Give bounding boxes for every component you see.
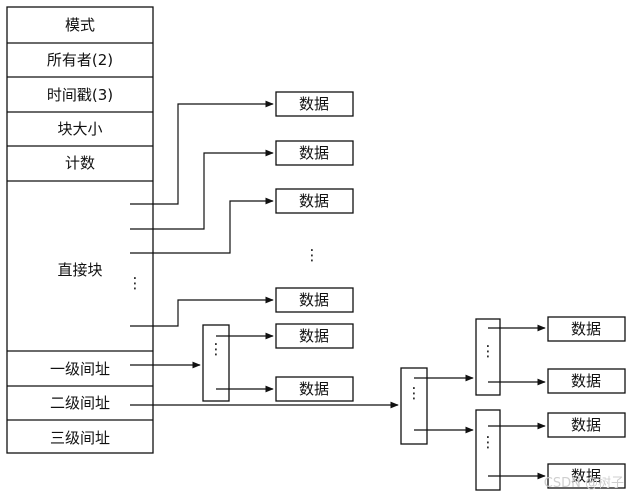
data-block-u1 <box>547 316 626 342</box>
data-label-d1: 数据 <box>299 95 329 113</box>
block-size-field: 块大小 <box>57 120 102 138</box>
direct-pointer-1 <box>130 100 274 205</box>
data-block-d2 <box>275 140 354 166</box>
data-block-l2 <box>547 463 626 489</box>
triple-indirect-field: 三级间址 <box>50 429 110 447</box>
data-block-s2 <box>275 376 354 402</box>
data-label-s2: 数据 <box>299 380 329 398</box>
direct-data-blocks: 数据 数据 数据 ⋮ 数据 <box>275 91 354 313</box>
single-index-ellipsis: ⋮ <box>209 340 224 358</box>
data-label-l2: 数据 <box>571 467 601 485</box>
double-indirect-field: 二级间址 <box>50 394 110 412</box>
data-label-s1: 数据 <box>299 327 329 345</box>
direct-pointer-4 <box>130 296 274 327</box>
data-block-s1 <box>275 323 354 349</box>
data-block-d4 <box>275 287 354 313</box>
double-indirect-first-index-block <box>400 367 428 445</box>
data-label-d3: 数据 <box>299 192 329 210</box>
data-block-d3 <box>275 188 354 214</box>
data-label-d4: 数据 <box>299 291 329 309</box>
mode-field: 模式 <box>65 16 95 34</box>
data-label-u1: 数据 <box>571 320 601 338</box>
direct-blocks-ellipsis: ⋮ <box>128 274 143 292</box>
double-indirect-block: ⋮ ⋮ 数据 数据 ⋮ 数据 数据 <box>130 316 626 491</box>
double-lower-index-ellipsis: ⋮ <box>481 433 496 451</box>
double-upper-index-ellipsis: ⋮ <box>481 342 496 360</box>
single-indirect-index-block <box>202 324 230 402</box>
data-block-d1 <box>275 91 354 117</box>
data-label-d2: 数据 <box>299 144 329 162</box>
double-second-index-block-lower <box>475 409 501 491</box>
data-block-u2 <box>547 368 626 394</box>
double-first-index-ellipsis: ⋮ <box>407 384 422 402</box>
count-field: 计数 <box>65 154 95 172</box>
watermark: CSDN @树子 <box>544 476 624 491</box>
direct-pointer-3 <box>130 197 274 254</box>
direct-data-ellipsis: ⋮ <box>305 246 320 264</box>
inode-table: 模式 所有者(2) 时间戳(3) 块大小 计数 直接块 ⋮ 一级间址 二级间址 … <box>6 6 154 454</box>
direct-block-connectors <box>130 100 274 327</box>
single-indirect-field: 一级间址 <box>50 360 110 378</box>
timestamps-field: 时间戳(3) <box>47 86 113 104</box>
data-block-l1 <box>547 412 626 438</box>
direct-blocks-field: 直接块 <box>57 261 102 279</box>
single-indirect-block: ⋮ 数据 数据 <box>130 323 354 402</box>
direct-pointer-2 <box>130 149 274 230</box>
data-label-u2: 数据 <box>571 372 601 390</box>
data-label-l1: 数据 <box>571 416 601 434</box>
inode-outline <box>6 6 154 454</box>
owners-field: 所有者(2) <box>47 51 113 69</box>
